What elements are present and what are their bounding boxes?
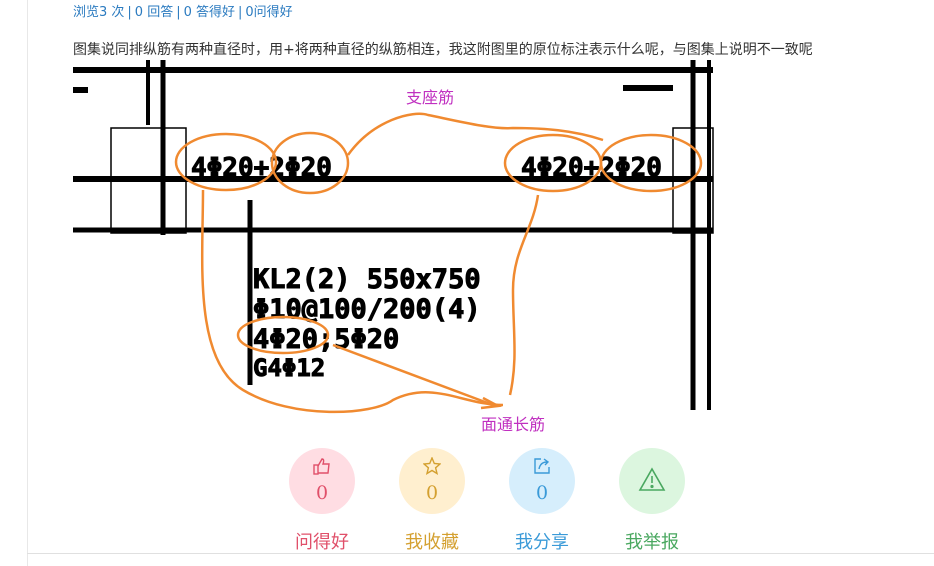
views-count[interactable]: 浏览3 次 <box>73 5 125 20</box>
good-questions-count[interactable]: 0问得好 <box>245 5 293 20</box>
top-rebar-annotation: 面通长筋 <box>481 415 545 434</box>
favorite-count: 0 <box>425 482 439 504</box>
thumbs-up-icon <box>313 458 330 475</box>
good-question-label: 问得好 <box>295 532 349 553</box>
star-icon <box>423 457 441 475</box>
question-stats: 浏览3 次|0 回答|0 答得好|0问得好 <box>73 5 293 20</box>
question-text: 图集说同排纵筋有两种直径时，用+将两种直径的纵筋相连，我这附图里的原位标注表示什… <box>73 42 813 58</box>
good-question-count: 0 <box>315 482 329 504</box>
answers-count[interactable]: 0 回答 <box>134 5 174 20</box>
share-icon <box>534 458 550 474</box>
support-rebar-annotation: 支座筋 <box>406 88 454 107</box>
left-support-label: 4Φ20+2Φ20 <box>191 153 332 183</box>
share-button[interactable]: 0 我分享 <box>508 448 576 554</box>
favorite-label: 我收藏 <box>405 532 459 553</box>
content-border <box>27 0 28 566</box>
report-button[interactable]: 我举报 <box>618 448 686 554</box>
question-image[interactable]: 4Φ20+2Φ20 4Φ20+2Φ20 KL2(2) 550x750 Φ10@1… <box>73 60 714 438</box>
warning-icon <box>638 467 666 491</box>
good-answers-count[interactable]: 0 答得好 <box>183 5 235 20</box>
beam-line-4: G4Φ12 <box>253 354 325 382</box>
divider <box>27 553 934 554</box>
share-label: 我分享 <box>515 532 569 553</box>
beam-line-2: Φ10@100/200(4) <box>253 294 481 325</box>
favorite-button[interactable]: 0 我收藏 <box>398 448 466 554</box>
report-label: 我举报 <box>625 532 679 553</box>
good-question-button[interactable]: 0 问得好 <box>288 448 356 554</box>
share-count: 0 <box>535 482 549 504</box>
beam-line-1: KL2(2) 550x750 <box>253 264 481 295</box>
